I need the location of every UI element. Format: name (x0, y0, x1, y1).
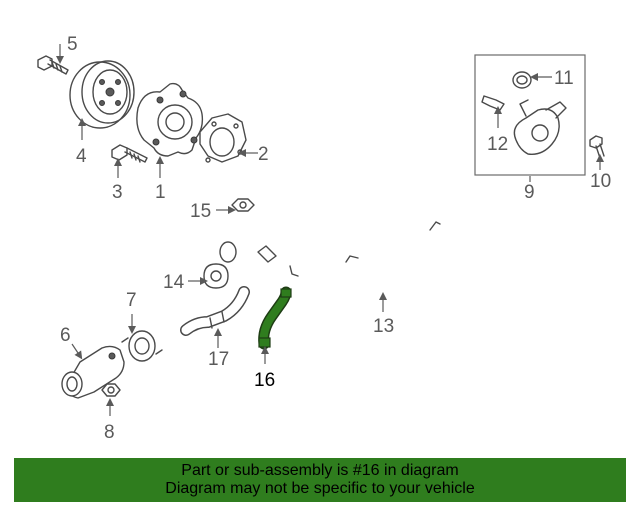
callout-17: 17 (208, 328, 229, 370)
callout-label-15: 15 (190, 201, 211, 222)
callout-label-12: 12 (487, 134, 508, 155)
highlighted-hose-part-16[interactable] (258, 286, 292, 350)
callout-label-11: 11 (554, 68, 574, 89)
callout-9: 9 (524, 176, 535, 203)
gasket-part-14 (203, 263, 229, 289)
assembly-box-part-9 (474, 54, 586, 176)
callout-7: 7 (126, 290, 137, 334)
callout-16: 16 (254, 346, 275, 391)
callout-label-6: 6 (60, 325, 71, 346)
banner-line-2: Diagram may not be specific to your vehi… (165, 480, 475, 497)
callout-label-8: 8 (104, 422, 115, 443)
callout-5: 5 (56, 34, 78, 64)
callout-2: 2 (238, 144, 269, 165)
gasket-part-2 (199, 113, 247, 163)
info-banner: Part or sub-assembly is #16 in diagram D… (14, 458, 626, 502)
bolt-part-3 (111, 144, 148, 163)
callout-13: 13 (373, 292, 394, 337)
callout-4: 4 (76, 118, 87, 167)
nut-part-15 (231, 198, 255, 212)
callout-label-1: 1 (155, 182, 166, 203)
bolt-part-10 (589, 135, 605, 159)
callout-label-3: 3 (112, 182, 123, 203)
pulley-part-4 (69, 60, 135, 129)
callout-label-10: 10 (590, 171, 611, 192)
bolt-part-5 (37, 55, 69, 75)
callout-15: 15 (190, 201, 236, 222)
callout-label-17: 17 (208, 349, 229, 370)
callout-6: 6 (60, 325, 83, 360)
callout-11: 11 (530, 68, 574, 89)
coolant-pipe-part-13 (219, 199, 507, 296)
callout-12: 12 (487, 106, 508, 155)
callout-8: 8 (104, 398, 115, 443)
water-pump-part-1 (136, 82, 204, 157)
callout-10: 10 (590, 154, 611, 192)
thermostat-housing-part-6 (61, 345, 125, 399)
callout-14: 14 (163, 272, 208, 293)
callout-label-7: 7 (126, 290, 137, 311)
callout-1: 1 (155, 156, 166, 203)
callout-label-13: 13 (373, 316, 394, 337)
callout-label-4: 4 (76, 146, 87, 167)
nut-part-8 (101, 383, 121, 397)
banner-line-1: Part or sub-assembly is #16 in diagram (181, 462, 459, 479)
callout-label-5: 5 (67, 34, 78, 55)
parts-diagram: 5 4 1 2 (37, 34, 611, 443)
hose-part-17 (180, 286, 250, 336)
callout-label-2: 2 (258, 144, 269, 165)
thermostat-part-7 (121, 330, 163, 362)
callout-label-16: 16 (254, 370, 275, 391)
callout-label-9: 9 (524, 182, 535, 203)
callout-3: 3 (112, 158, 123, 203)
callout-label-14: 14 (163, 272, 185, 293)
